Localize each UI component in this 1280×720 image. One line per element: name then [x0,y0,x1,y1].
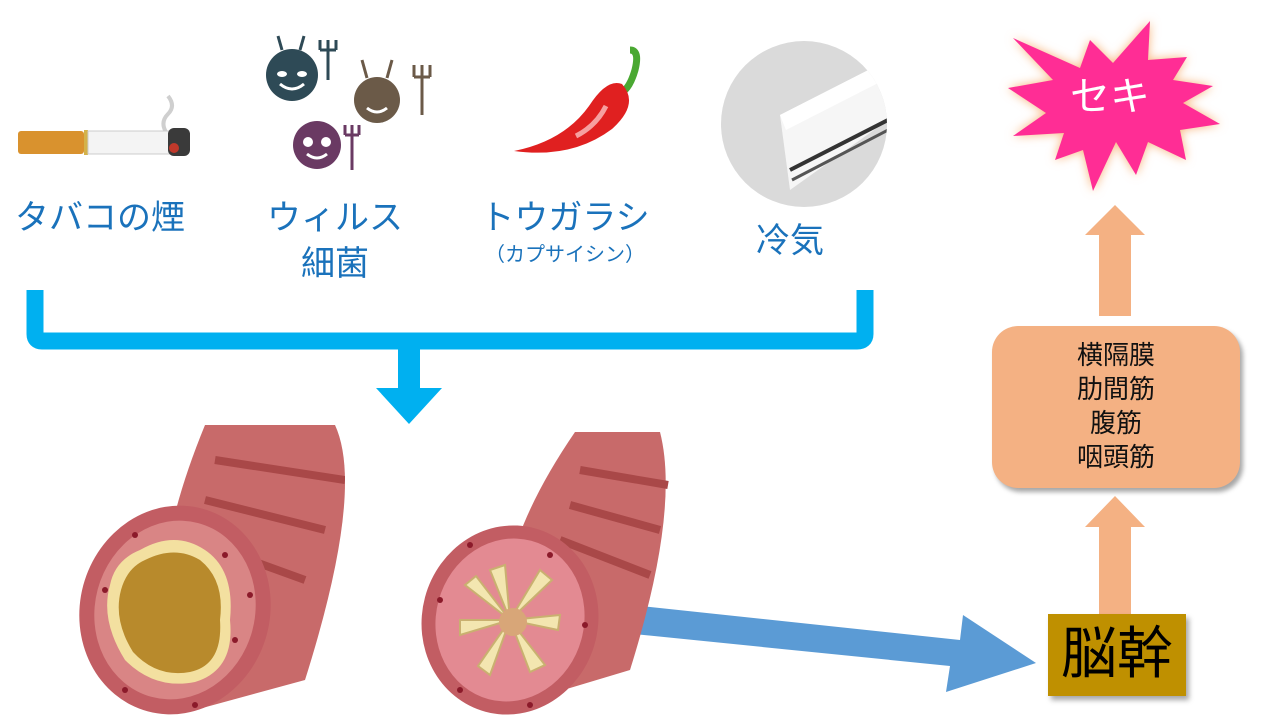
cause-label-chili: トウガラシ （カプサイシン） [465,195,665,267]
cough-label: セキ [1070,74,1150,120]
muscle-abdominal: 腹筋 [1089,409,1142,439]
air-conditioner-icon [721,41,887,207]
brainstem-box: 脳幹 [1048,614,1186,696]
burst-shape [1008,21,1220,191]
chili-pepper-icon [514,46,641,153]
muscle-intercostal: 肋間筋 [1076,375,1155,405]
signal-arrow [585,600,1036,692]
cause-label-smoke: タバコの煙 [0,195,200,241]
down-arrow-head [376,388,442,424]
bronchus-constricted-icon [421,432,669,715]
brainstem-label: 脳幹 [1061,622,1173,687]
cold-air-label: 冷気 [756,221,824,261]
cause-label-virus: ウィルス 細菌 [235,195,435,287]
cause-label-cold-air: 冷気 [690,218,890,264]
chili-label: トウガラシ [480,198,650,238]
up-arrow-to-cough [1085,205,1145,316]
muscle-diaphragm: 横隔膜 [1076,341,1155,371]
up-arrow-to-muscles [1085,496,1145,614]
smoke-label: タバコの煙 [15,198,185,238]
bronchus-normal-icon [79,425,345,715]
virus-bacteria-icon [266,35,432,170]
capsaicin-label: （カプサイシン） [485,242,645,266]
virus-label: ウィルス [267,198,403,238]
down-arrow-shaft [398,341,420,389]
cigarette-icon [18,94,190,156]
muscle-pharyngeal: 咽頭筋 [1076,443,1155,473]
respiratory-muscles-box: 横隔膜 肋間筋 腹筋 咽頭筋 [992,326,1240,488]
bracket [26,290,874,350]
bacteria-label: 細菌 [301,244,369,284]
